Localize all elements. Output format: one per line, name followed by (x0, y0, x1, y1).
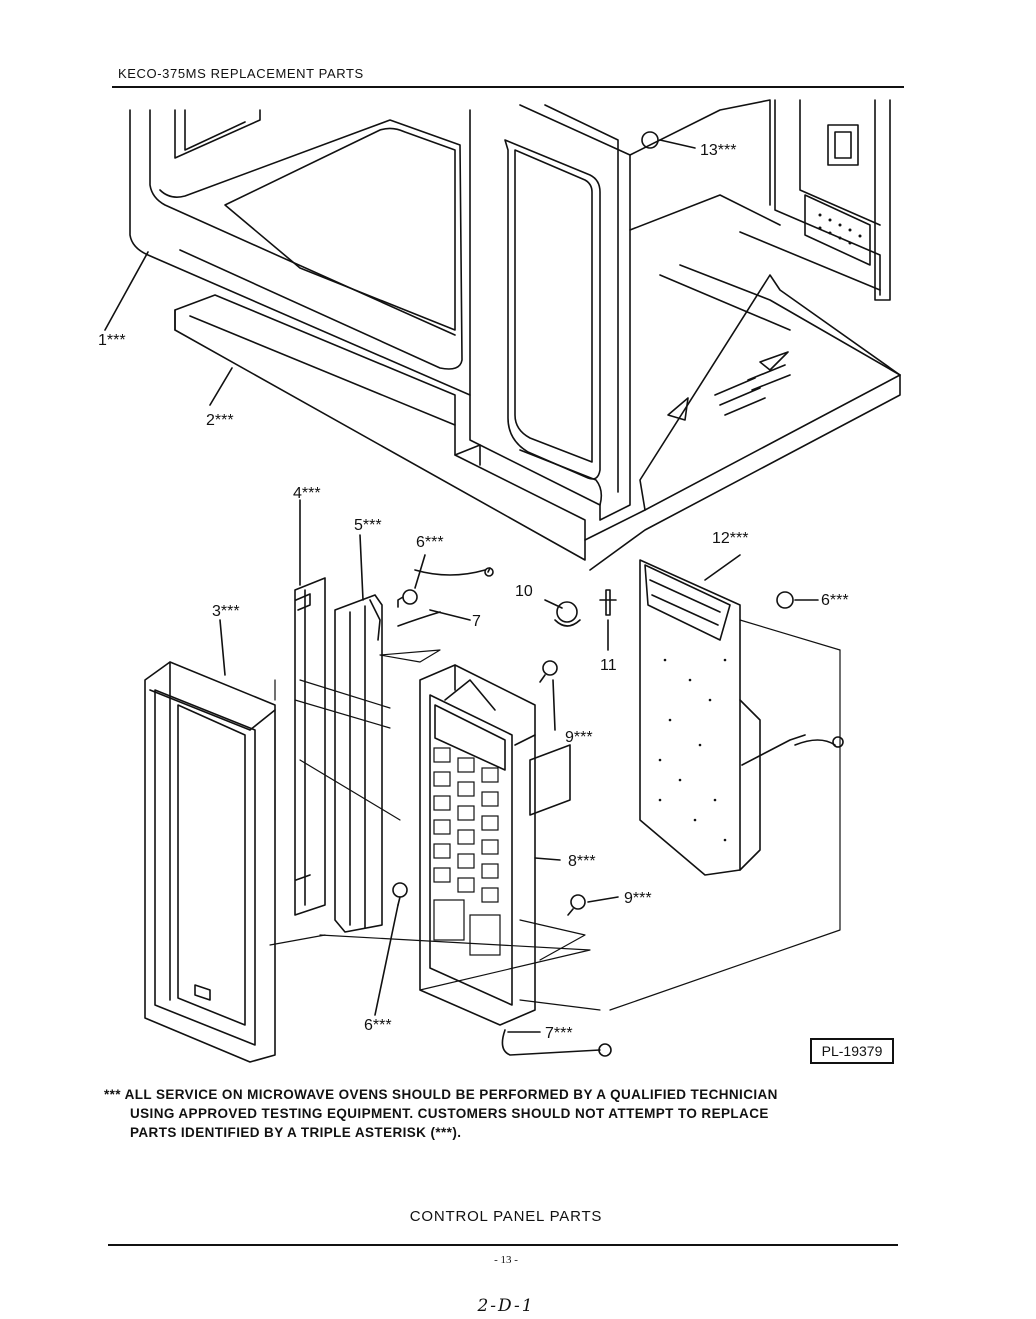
part-label-2: 2*** (206, 412, 234, 429)
base-plate (174, 264, 901, 571)
page-number: - 13 - (494, 1254, 518, 1266)
section-title: CONTROL PANEL PARTS (409, 1208, 603, 1225)
service-warning-note: *** ALL SERVICE ON MICROWAVE OVENS SHOUL… (104, 1085, 904, 1142)
part-label-7-lead: 7*** (545, 1025, 573, 1042)
keypad-buttons (433, 747, 501, 956)
part-label-11: 11 (600, 657, 617, 674)
note-line-3: PARTS IDENTIFIED BY A TRIPLE ASTERISK (*… (130, 1125, 462, 1140)
part-label-4: 4*** (293, 485, 321, 502)
oven-cabinet (129, 99, 891, 521)
part-label-5: 5*** (354, 517, 382, 534)
header-rule (112, 86, 904, 88)
part-label-6-top: 6*** (416, 534, 444, 551)
part-label-9-lower: 9*** (624, 890, 652, 907)
part-label-8: 8*** (568, 853, 596, 870)
note-line-1: *** ALL SERVICE ON MICROWAVE OVENS SHOUL… (104, 1087, 778, 1102)
part-label-1: 1*** (98, 332, 126, 349)
part-label-13: 13*** (700, 142, 736, 159)
part-label-10: 10 (515, 583, 533, 600)
note-line-2: USING APPROVED TESTING EQUIPMENT. CUSTOM… (130, 1106, 769, 1121)
document-header: KECO-375MS REPLACEMENT PARTS (118, 66, 364, 81)
part-label-3: 3*** (212, 603, 240, 620)
part-label-12: 12*** (712, 530, 748, 547)
part-label-7-wire: 7 (472, 613, 481, 630)
handwritten-code: 2-D-1 (477, 1296, 535, 1316)
part-label-9-upper: 9*** (565, 729, 593, 746)
part-label-6-right: 6*** (821, 592, 849, 609)
part-label-6-bottom: 6*** (364, 1017, 392, 1034)
footer-rule (108, 1244, 898, 1246)
plate-number-box: PL-19379 (810, 1038, 894, 1064)
